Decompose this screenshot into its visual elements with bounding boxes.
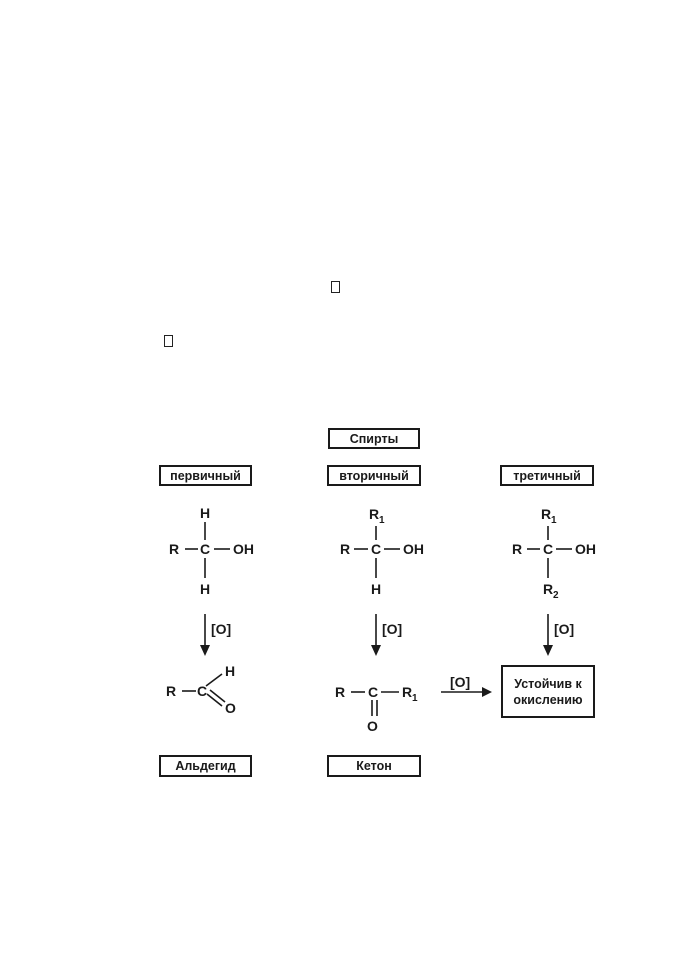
atom-label: O [225,700,236,716]
atom-label: C [200,541,210,557]
atom-label: O [367,718,378,734]
product-box-stable: Устойчив к окислению [501,665,595,718]
placeholder-glyph [164,335,173,347]
product-box-ketone: Кетон [327,755,421,777]
atom-label: H [200,505,210,521]
atom-subscript: 1 [551,515,557,526]
atom-label: H [225,663,235,679]
placeholder-glyph [331,281,340,293]
stable-line-1: Устойчив к [514,676,582,691]
atom-label: R [166,683,176,699]
atom-label: C [371,541,381,557]
title-box-alcohols: Спирты [328,428,420,449]
atom-label: C [368,684,378,700]
oxidant-label: [O] [382,621,402,637]
atom-label: C [197,683,207,699]
atom-label: H [371,581,381,597]
atom-subscript: 1 [412,693,418,704]
atom-subscript: 1 [379,515,385,526]
atom-label: OH [403,541,424,557]
oxidant-label: [O] [554,621,574,637]
arrow-head [543,645,553,656]
atom-label: R [335,684,345,700]
atom-label: R [369,506,379,522]
arrow-head [371,645,381,656]
category-box-tertiary: третичный [500,465,594,486]
category-box-primary: первичный [159,465,252,486]
atom-label: R [512,541,522,557]
stable-line-2: окислению [513,692,583,707]
atom-label: OH [575,541,596,557]
atom-label: R [340,541,350,557]
atom-label: C [543,541,553,557]
product-box-aldehyde: Альдегид [159,755,252,777]
atom-label: R [169,541,179,557]
atom-label: OH [233,541,254,557]
category-box-secondary: вторичный [327,465,421,486]
oxidant-label: [O] [211,621,231,637]
atom-label: R [402,684,412,700]
atom-subscript: 2 [553,590,559,601]
oxidant-label: [O] [450,674,470,690]
arrow-head [200,645,210,656]
atom-label: R [543,581,553,597]
arrow-head [482,687,492,697]
atom-label: H [200,581,210,597]
atom-label: R [541,506,551,522]
